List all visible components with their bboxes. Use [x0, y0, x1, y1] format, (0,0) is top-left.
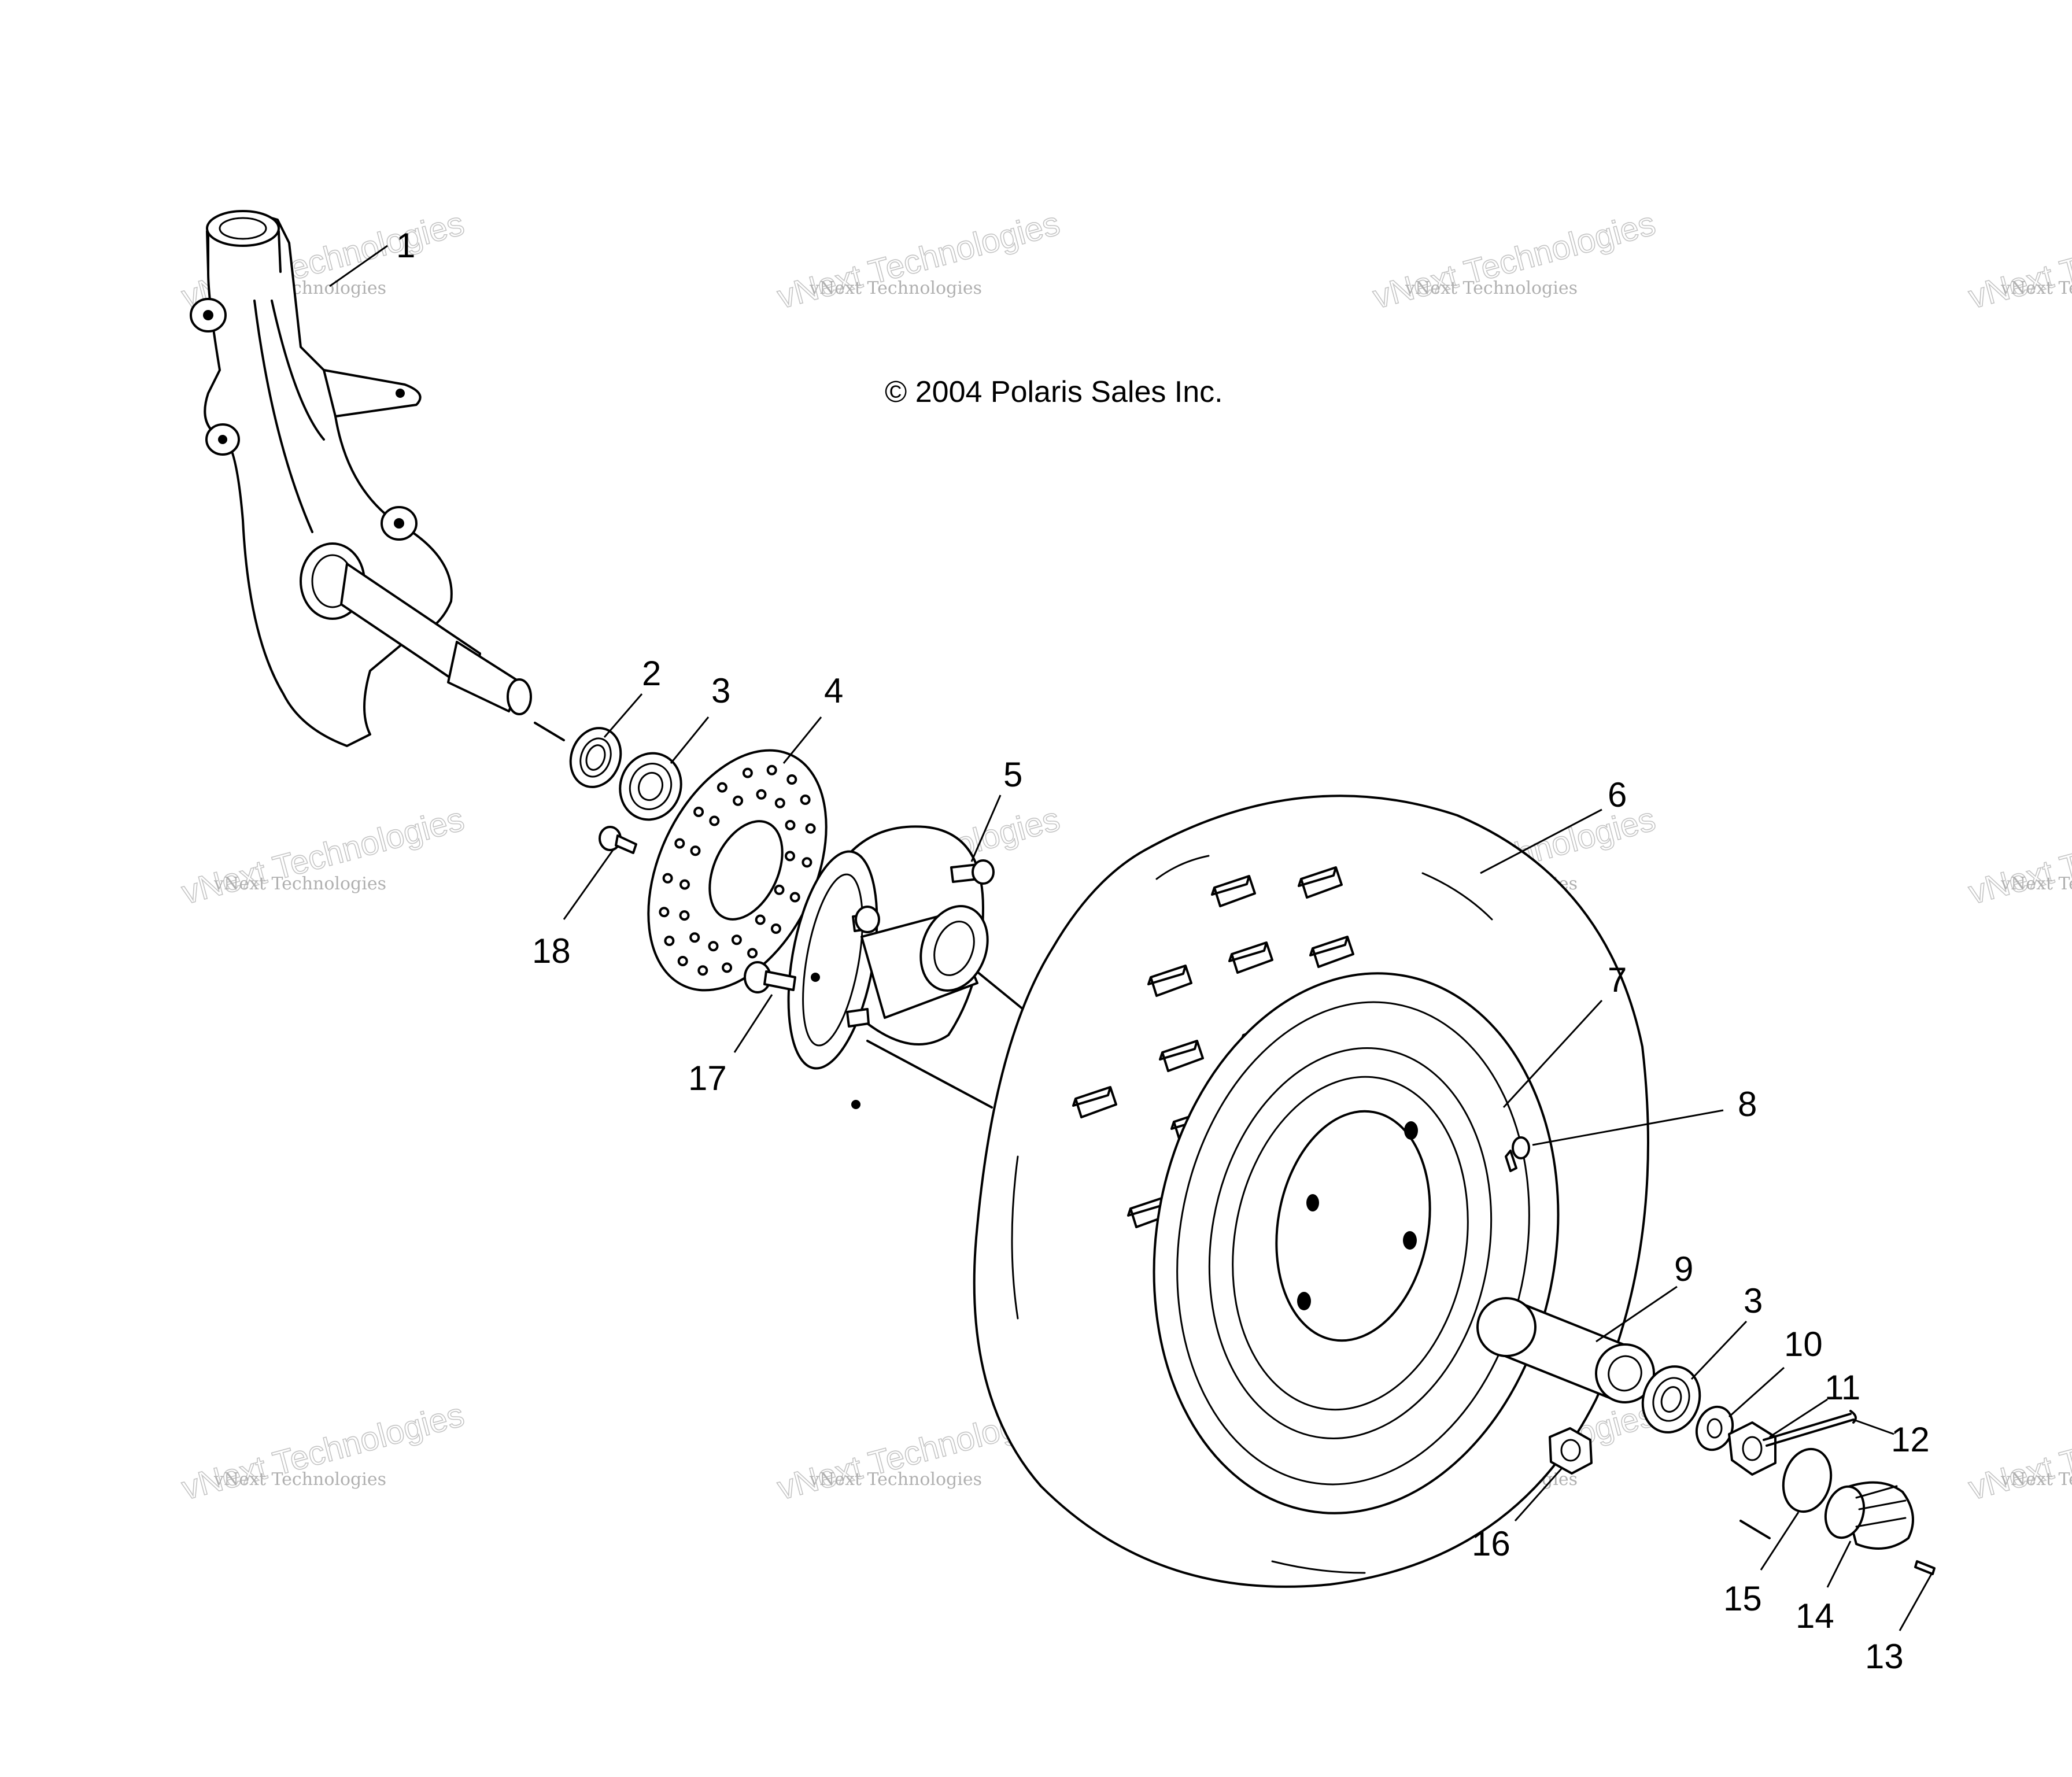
- tread-block: [1147, 965, 1192, 997]
- watermark-small: vNext Technologies: [2000, 278, 2072, 298]
- disc-hole: [659, 907, 670, 918]
- callout-3-left: 3: [711, 671, 730, 710]
- disc-hole: [800, 795, 811, 805]
- disc-hole: [785, 819, 796, 830]
- tread-block: [1159, 1040, 1204, 1072]
- tread-block: [1228, 941, 1273, 974]
- disc-hole: [774, 884, 785, 895]
- watermark-small: vNext Technologies: [2000, 1469, 2072, 1490]
- part-screw-18: [599, 826, 637, 854]
- part-steering-knuckle: [190, 210, 532, 747]
- watermark-small: vNext Technologies: [809, 278, 982, 298]
- part-brake-disc: [647, 749, 828, 992]
- tread-block: [1309, 936, 1354, 968]
- disc-hole: [802, 857, 812, 868]
- disc-hole: [774, 797, 785, 808]
- disc-hole: [747, 948, 758, 959]
- part-castle-nut: [1728, 1421, 1776, 1476]
- disc-hole: [697, 965, 708, 976]
- watermark-small: vNext Technologies: [809, 1469, 982, 1490]
- callout-4: 4: [824, 671, 843, 710]
- disc-hole: [689, 932, 700, 943]
- callout-5: 5: [1003, 755, 1022, 794]
- part-stud-17: [744, 961, 796, 993]
- part-dust-cap: [1824, 1481, 1914, 1550]
- part-hub: [787, 825, 995, 1109]
- disc-hole: [805, 823, 816, 834]
- disc-hole: [664, 936, 675, 946]
- part-seal: [569, 727, 622, 788]
- disc-hole: [708, 941, 719, 952]
- callout-14: 14: [1796, 1597, 1834, 1635]
- callout-18: 18: [532, 932, 571, 970]
- disc-hole: [756, 789, 767, 800]
- callout-3-right: 3: [1744, 1281, 1763, 1320]
- callout-16: 16: [1472, 1524, 1510, 1563]
- callout-15: 15: [1723, 1579, 1762, 1618]
- disc-hole: [755, 914, 766, 925]
- part-bearing-left: [619, 752, 682, 821]
- disc-hole: [742, 767, 753, 778]
- tread-block: [1298, 866, 1343, 899]
- callout-8: 8: [1738, 1085, 1757, 1124]
- watermark-large: vNext Technologies: [1965, 1396, 2072, 1508]
- part-wheel-rim: [1153, 972, 1560, 1514]
- part-spacer: [1476, 1297, 1655, 1403]
- watermark-small: vNext Technologies: [213, 1469, 386, 1490]
- disc-hole: [770, 923, 781, 934]
- part-screw-13: [1914, 1560, 1936, 1575]
- part-valve-stem: [1505, 1136, 1530, 1172]
- tread-block: [1211, 875, 1256, 907]
- callout-9: 9: [1674, 1250, 1693, 1288]
- part-o-ring: [1782, 1447, 1833, 1513]
- copyright-text: © 2004 Polaris Sales Inc.: [885, 375, 1223, 409]
- watermark-large: vNext Technologies: [178, 1396, 468, 1508]
- disc-hole: [789, 892, 800, 903]
- axis-line-hub-lower: [866, 1040, 993, 1109]
- watermark-small: vNext Technologies: [213, 874, 386, 894]
- disc-hole: [690, 845, 701, 856]
- watermark-large: vNext Technologies: [774, 205, 1064, 316]
- disc-hole: [786, 774, 797, 785]
- watermark-large: vNext Technologies: [1965, 800, 2072, 912]
- part-bearing-right: [1641, 1365, 1701, 1434]
- callout-13: 13: [1865, 1637, 1904, 1676]
- callout-1: 1: [396, 226, 415, 265]
- disc-hole: [679, 910, 690, 921]
- disc-hole: [716, 782, 727, 793]
- callout-17: 17: [688, 1059, 727, 1098]
- callout-10: 10: [1784, 1325, 1823, 1364]
- axis-line-end: [1739, 1520, 1771, 1539]
- disc-hole: [733, 795, 744, 806]
- disc-hole: [677, 956, 688, 966]
- tread-block: [1072, 1086, 1117, 1118]
- disc-hole: [785, 851, 795, 862]
- axis-line-spindle: [534, 722, 565, 741]
- callout-layer: 1 2 3 4 5 6 7 8 9 3 10 11 12 13 14 15 16: [329, 226, 1933, 1676]
- disc-hole: [693, 807, 704, 817]
- callout-7: 7: [1608, 960, 1627, 999]
- callout-12: 12: [1891, 1420, 1930, 1459]
- watermark-large: vNext Technologies: [1965, 205, 2072, 316]
- disc-hole: [674, 838, 685, 849]
- disc-hole: [709, 815, 720, 826]
- disc-hole: [679, 879, 690, 890]
- watermark-small: vNext Technologies: [1405, 278, 1578, 298]
- part-lug-nut: [1549, 1427, 1593, 1475]
- watermark-small: vNext Technologies: [2000, 874, 2072, 894]
- disc-hole: [722, 962, 733, 973]
- part-washer: [1695, 1405, 1734, 1451]
- disc-hole: [766, 764, 777, 775]
- part-cotter-pin: [1763, 1410, 1857, 1447]
- callout-6: 6: [1608, 775, 1627, 814]
- disc-hole: [662, 873, 673, 884]
- watermark-large: vNext Technologies: [178, 800, 468, 912]
- callout-11: 11: [1824, 1368, 1860, 1407]
- callout-2: 2: [642, 654, 661, 693]
- disc-hole: [731, 934, 742, 945]
- watermark-large: vNext Technologies: [1369, 205, 1660, 316]
